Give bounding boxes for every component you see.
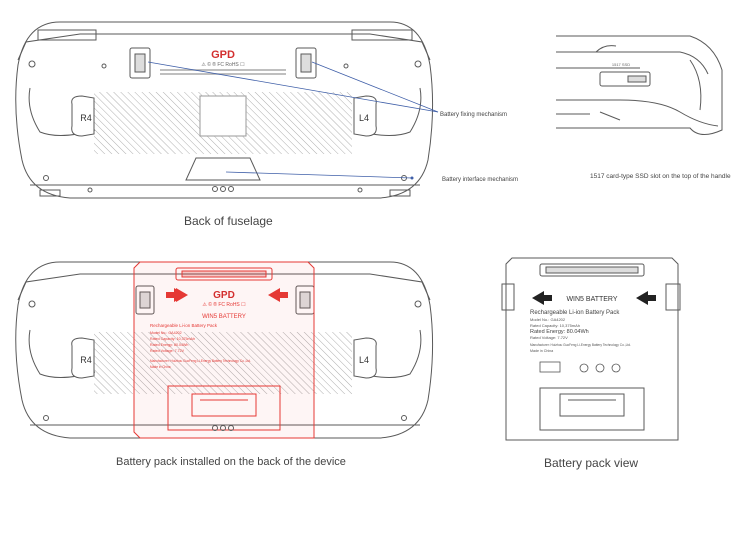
battery-voltage-pack: Rated Voltage: 7.72V bbox=[530, 335, 568, 340]
caption-back-of-fuselage: Back of fuselage bbox=[184, 214, 273, 228]
arrow-right-installed bbox=[166, 288, 186, 302]
port-dot bbox=[212, 425, 218, 431]
device-back-installed bbox=[15, 261, 434, 439]
port-dot bbox=[228, 186, 234, 192]
ssd-slot-mark: 1517 SSD bbox=[612, 62, 630, 67]
battery-maker-pack: Manufacturer: Huizhou GuoFeng Li-Energy … bbox=[530, 343, 631, 347]
battery-model-installed: Model No.: GA4202 bbox=[150, 331, 182, 335]
port-dot bbox=[212, 186, 218, 192]
brand-logo-top: GPD bbox=[211, 49, 235, 61]
arrow-left-pack bbox=[636, 291, 656, 305]
battery-type-installed: Rechargeable Li-ion Battery Pack bbox=[150, 323, 218, 328]
brand-logo-installed: GPD bbox=[213, 290, 235, 301]
r4-button-installed bbox=[71, 337, 95, 379]
battery-capacity-installed: Rated Capacity: 10,375mAh bbox=[150, 337, 195, 341]
battery-voltage-installed: Rated Voltage: 7.72V bbox=[150, 349, 185, 353]
center-panel-top bbox=[199, 95, 247, 137]
battery-name-installed: WIN5 BATTERY bbox=[202, 314, 246, 320]
battery-origin-pack: Made in China bbox=[530, 349, 553, 353]
l4-button-top bbox=[353, 95, 377, 137]
cert-marks-installed: ⚠ © ® FC RoHS ☐ bbox=[202, 301, 246, 308]
battery-pack-view bbox=[501, 257, 681, 441]
battery-name-pack: WIN5 BATTERY bbox=[566, 296, 617, 303]
caption-battery-pack-view: Battery pack view bbox=[544, 456, 639, 470]
device-back-top bbox=[15, 21, 434, 199]
l4-button-installed bbox=[353, 337, 377, 379]
battery-energy-pack: Rated Energy: 80.04Wh bbox=[530, 329, 589, 335]
ssd-slot-detail bbox=[556, 35, 723, 135]
callout-lines bbox=[147, 61, 439, 179]
battery-origin-installed: Made in China bbox=[150, 365, 171, 369]
battery-latch-left-installed bbox=[135, 285, 155, 315]
battery-interface-top bbox=[185, 157, 261, 181]
cert-marks-top: ⚠ © ® FC RoHS ☐ bbox=[201, 61, 245, 68]
vent-hatch-installed bbox=[94, 332, 352, 394]
battery-latch-left-top bbox=[129, 47, 151, 79]
battery-capacity-pack: Rated Capacity: 10,375mAh bbox=[530, 323, 580, 328]
arrow-right-pack bbox=[532, 291, 552, 305]
fixing-mechanism-label: Battery fixing mechanism bbox=[440, 112, 507, 118]
battery-energy-installed: Rated Energy: 80.04Wh bbox=[150, 343, 188, 347]
arrow-left-installed-2 bbox=[268, 288, 288, 302]
safety-icons-pack bbox=[539, 361, 621, 373]
l4-label-top: L4 bbox=[359, 113, 369, 123]
l4-label-installed: L4 bbox=[359, 355, 369, 365]
interface-mechanism-label: Battery interface mechanism bbox=[442, 177, 518, 183]
battery-type-pack: Rechargeable Li-ion Battery Pack bbox=[530, 310, 620, 316]
port-dot bbox=[220, 425, 226, 431]
battery-model-pack: Model No.: GA4202 bbox=[530, 317, 566, 322]
battery-latch-right-top bbox=[295, 47, 317, 79]
caption-battery-installed: Battery pack installed on the back of th… bbox=[116, 456, 346, 468]
port-dot bbox=[228, 425, 234, 431]
r4-button-top bbox=[71, 95, 95, 137]
r4-label-installed: R4 bbox=[80, 355, 92, 365]
r4-label-top: R4 bbox=[80, 113, 92, 123]
port-dot bbox=[220, 186, 226, 192]
callout-dot bbox=[410, 176, 414, 180]
battery-maker-installed: Manufacturer: Huizhou GuoFeng Li-Energy … bbox=[150, 359, 251, 363]
battery-latch-right-installed bbox=[295, 285, 315, 315]
ssd-caption: 1517 card-type SSD slot on the top of th… bbox=[590, 173, 731, 180]
battery-overlay-installed bbox=[133, 261, 315, 439]
